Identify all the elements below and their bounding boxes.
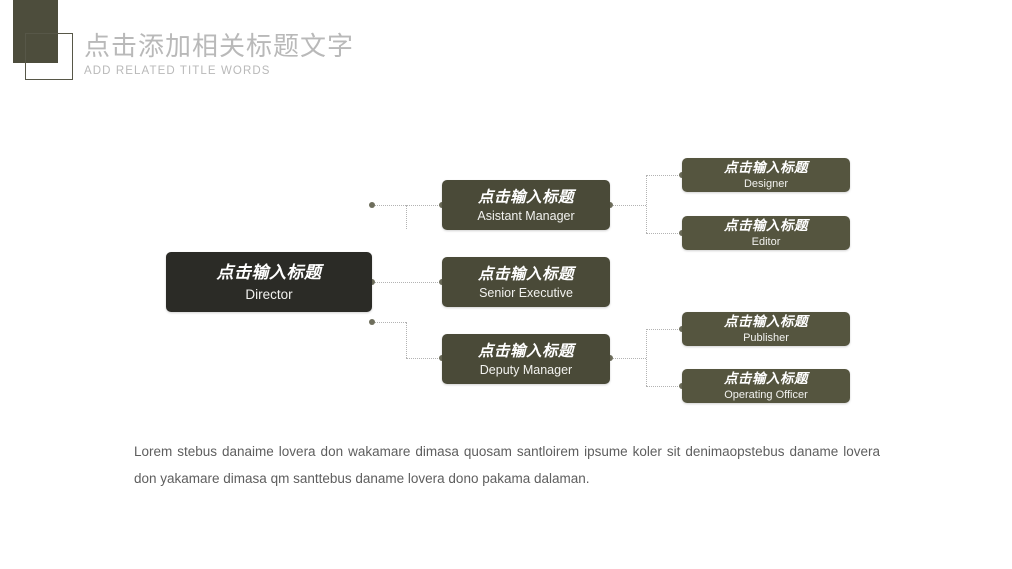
connector-trunk-to-deputy [406, 358, 442, 359]
connector-trunk-up [406, 205, 407, 229]
node-asistant-manager-cn: 点击输入标题 [477, 187, 574, 206]
node-publisher-cn: 点击输入标题 [724, 313, 808, 330]
page-title: 点击添加相关标题文字 ADD RELATED TITLE WORDS [84, 32, 354, 78]
node-designer-cn: 点击输入标题 [724, 159, 808, 176]
body-paragraph: Lorem stebus danaime lovera don wakamare… [134, 444, 880, 486]
connector-trunk-to-asistant [406, 205, 442, 206]
connector-deputy-out [610, 358, 646, 359]
connector-dot-director-top [369, 202, 375, 208]
node-publisher-en: Publisher [743, 331, 789, 344]
node-asistant-manager-en: Asistant Manager [477, 208, 575, 223]
node-editor[interactable]: 点击输入标题 Editor [682, 216, 850, 250]
node-operating-officer[interactable]: 点击输入标题 Operating Officer [682, 369, 850, 403]
node-editor-cn: 点击输入标题 [724, 217, 808, 234]
connector-asistant-to-designer [646, 175, 682, 176]
node-deputy-manager-en: Deputy Manager [479, 362, 573, 377]
node-publisher[interactable]: 点击输入标题 Publisher [682, 312, 850, 346]
connector-deputy-to-publisher [646, 329, 682, 330]
node-director-cn: 点击输入标题 [216, 262, 322, 283]
connector-director-to-senior [372, 282, 442, 283]
node-director-en: Director [245, 286, 293, 302]
connector-dot-asistant-out [607, 202, 613, 208]
connector-asistant-branch [646, 175, 647, 233]
page-title-en: ADD RELATED TITLE WORDS [84, 65, 271, 77]
node-deputy-manager[interactable]: 点击输入标题 Deputy Manager [442, 334, 610, 384]
node-senior-executive-en: Senior Executive [479, 285, 573, 300]
page-title-cn: 点击添加相关标题文字 [84, 32, 355, 62]
node-editor-en: Editor [751, 235, 781, 248]
node-senior-executive[interactable]: 点击输入标题 Senior Executive [442, 257, 610, 307]
connector-deputy-branch [646, 329, 647, 386]
connector-dot-director-bottom [369, 319, 375, 325]
node-deputy-manager-cn: 点击输入标题 [477, 341, 574, 360]
connector-director-to-asistant-stub [372, 205, 406, 206]
header-filled-square [13, 0, 58, 63]
connector-dot-deputy-out [607, 355, 613, 361]
connector-asistant-out [610, 205, 646, 206]
node-designer[interactable]: 点击输入标题 Designer [682, 158, 850, 192]
connector-asistant-to-editor [646, 233, 682, 234]
node-designer-en: Designer [743, 177, 789, 190]
node-director[interactable]: 点击输入标题 Director [166, 252, 372, 312]
node-senior-executive-cn: 点击输入标题 [477, 264, 574, 283]
node-asistant-manager[interactable]: 点击输入标题 Asistant Manager [442, 180, 610, 230]
connector-dot-director-mid [369, 279, 375, 285]
connector-trunk-down [406, 322, 407, 358]
node-operating-officer-en: Operating Officer [724, 388, 808, 401]
node-operating-officer-cn: 点击输入标题 [724, 370, 808, 387]
header-outlined-square [25, 33, 73, 80]
connector-deputy-to-operating [646, 386, 682, 387]
connector-director-to-deputy-stub [372, 322, 406, 323]
